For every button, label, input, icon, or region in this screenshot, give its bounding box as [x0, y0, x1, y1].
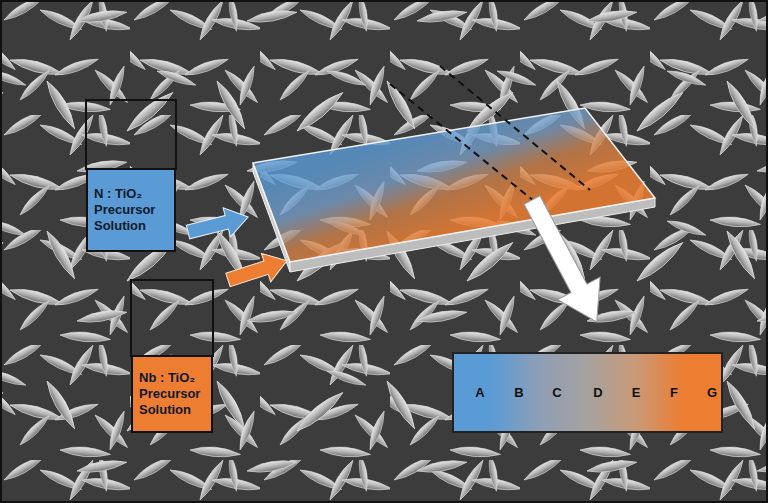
position-label: G: [707, 385, 717, 400]
substrate-plate: [253, 108, 655, 262]
position-label: C: [552, 385, 561, 400]
box-label: Nb : TiO₂ Precursor Solution: [135, 370, 209, 418]
empty-outline: [86, 100, 176, 169]
position-label: D: [593, 385, 602, 400]
section-arrow: [511, 189, 618, 333]
box-label: N : TiO₂ Precursor Solution: [90, 186, 172, 234]
precursor-box: N : TiO₂ Precursor Solution: [86, 168, 176, 252]
position-label: E: [632, 385, 641, 400]
precursor-box: Nb : TiO₂ Precursor Solution: [131, 355, 213, 433]
position-label: F: [670, 385, 678, 400]
cut-line: [390, 84, 540, 206]
gradient-bar: A B C D E F G: [452, 352, 723, 433]
orange-arrow: [223, 247, 291, 295]
position-label: B: [514, 385, 523, 400]
empty-outline: [131, 280, 213, 356]
position-label: A: [475, 385, 484, 400]
blue-arrow: [184, 202, 251, 246]
cut-line: [440, 66, 590, 190]
